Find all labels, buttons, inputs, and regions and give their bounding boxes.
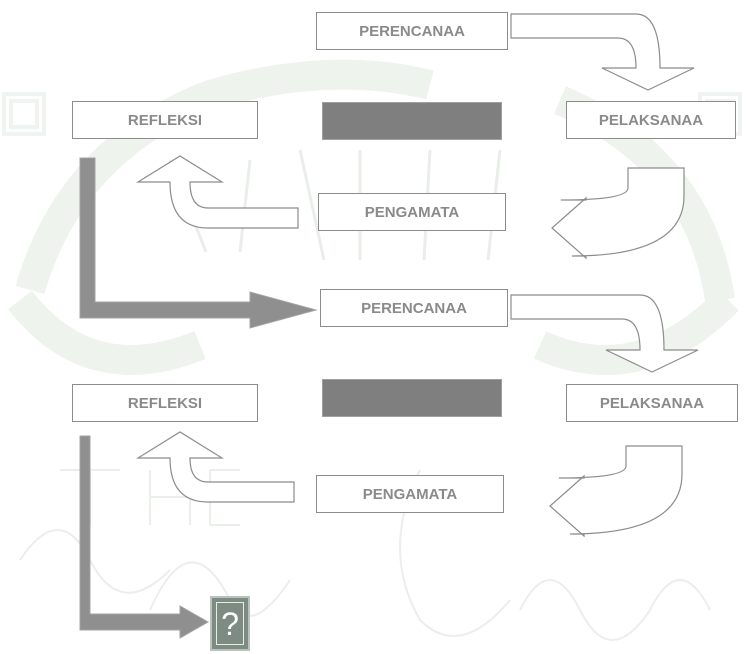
arrow-observe-to-reflect-1 <box>135 155 299 229</box>
siklus-2-bar <box>322 379 502 417</box>
pengamatan-box-1: PENGAMATA <box>318 193 506 231</box>
connector-reflect-2-to-next <box>79 435 210 639</box>
connector-reflect-1-to-plan-2 <box>79 157 318 329</box>
arrow-plan-to-action-2 <box>510 294 699 373</box>
perencanaan-label-2: PERENCANAA <box>361 299 467 317</box>
arrow-observe-to-reflect-2 <box>135 431 295 503</box>
arrow-action-to-observe-1 <box>551 167 685 260</box>
siklus-1-bar <box>322 102 502 140</box>
pelaksanaan-label-2: PELAKSANAA <box>599 394 705 412</box>
pelaksanaan-label-1: PELAKSANAA <box>598 111 704 129</box>
pengamatan-label-2: PENGAMATA <box>362 485 458 503</box>
pengamatan-box-2: PENGAMATA <box>316 475 504 513</box>
arrow-plan-to-action-1 <box>510 13 695 91</box>
refleksi-box-1: REFLEKSI <box>72 101 258 139</box>
pengamatan-label-1: PENGAMATA <box>364 203 460 221</box>
question-mark-icon: ? <box>216 602 244 645</box>
refleksi-label-2: REFLEKSI <box>127 394 203 412</box>
pelaksanaan-box-1: PELAKSANAA <box>566 101 736 139</box>
pelaksanaan-box-2: PELAKSANAA <box>566 384 738 422</box>
refleksi-label-1: REFLEKSI <box>127 111 203 129</box>
perencanaan-label-1: PERENCANAA <box>359 22 465 40</box>
next-cycle-box: ? <box>210 596 250 651</box>
perencanaan-box-2: PERENCANAA <box>320 289 508 327</box>
perencanaan-box-1: PERENCANAA <box>316 12 508 50</box>
next-cycle-symbol: ? <box>221 605 239 642</box>
refleksi-box-2: REFLEKSI <box>72 384 258 422</box>
arrow-action-to-observe-2 <box>549 445 683 538</box>
